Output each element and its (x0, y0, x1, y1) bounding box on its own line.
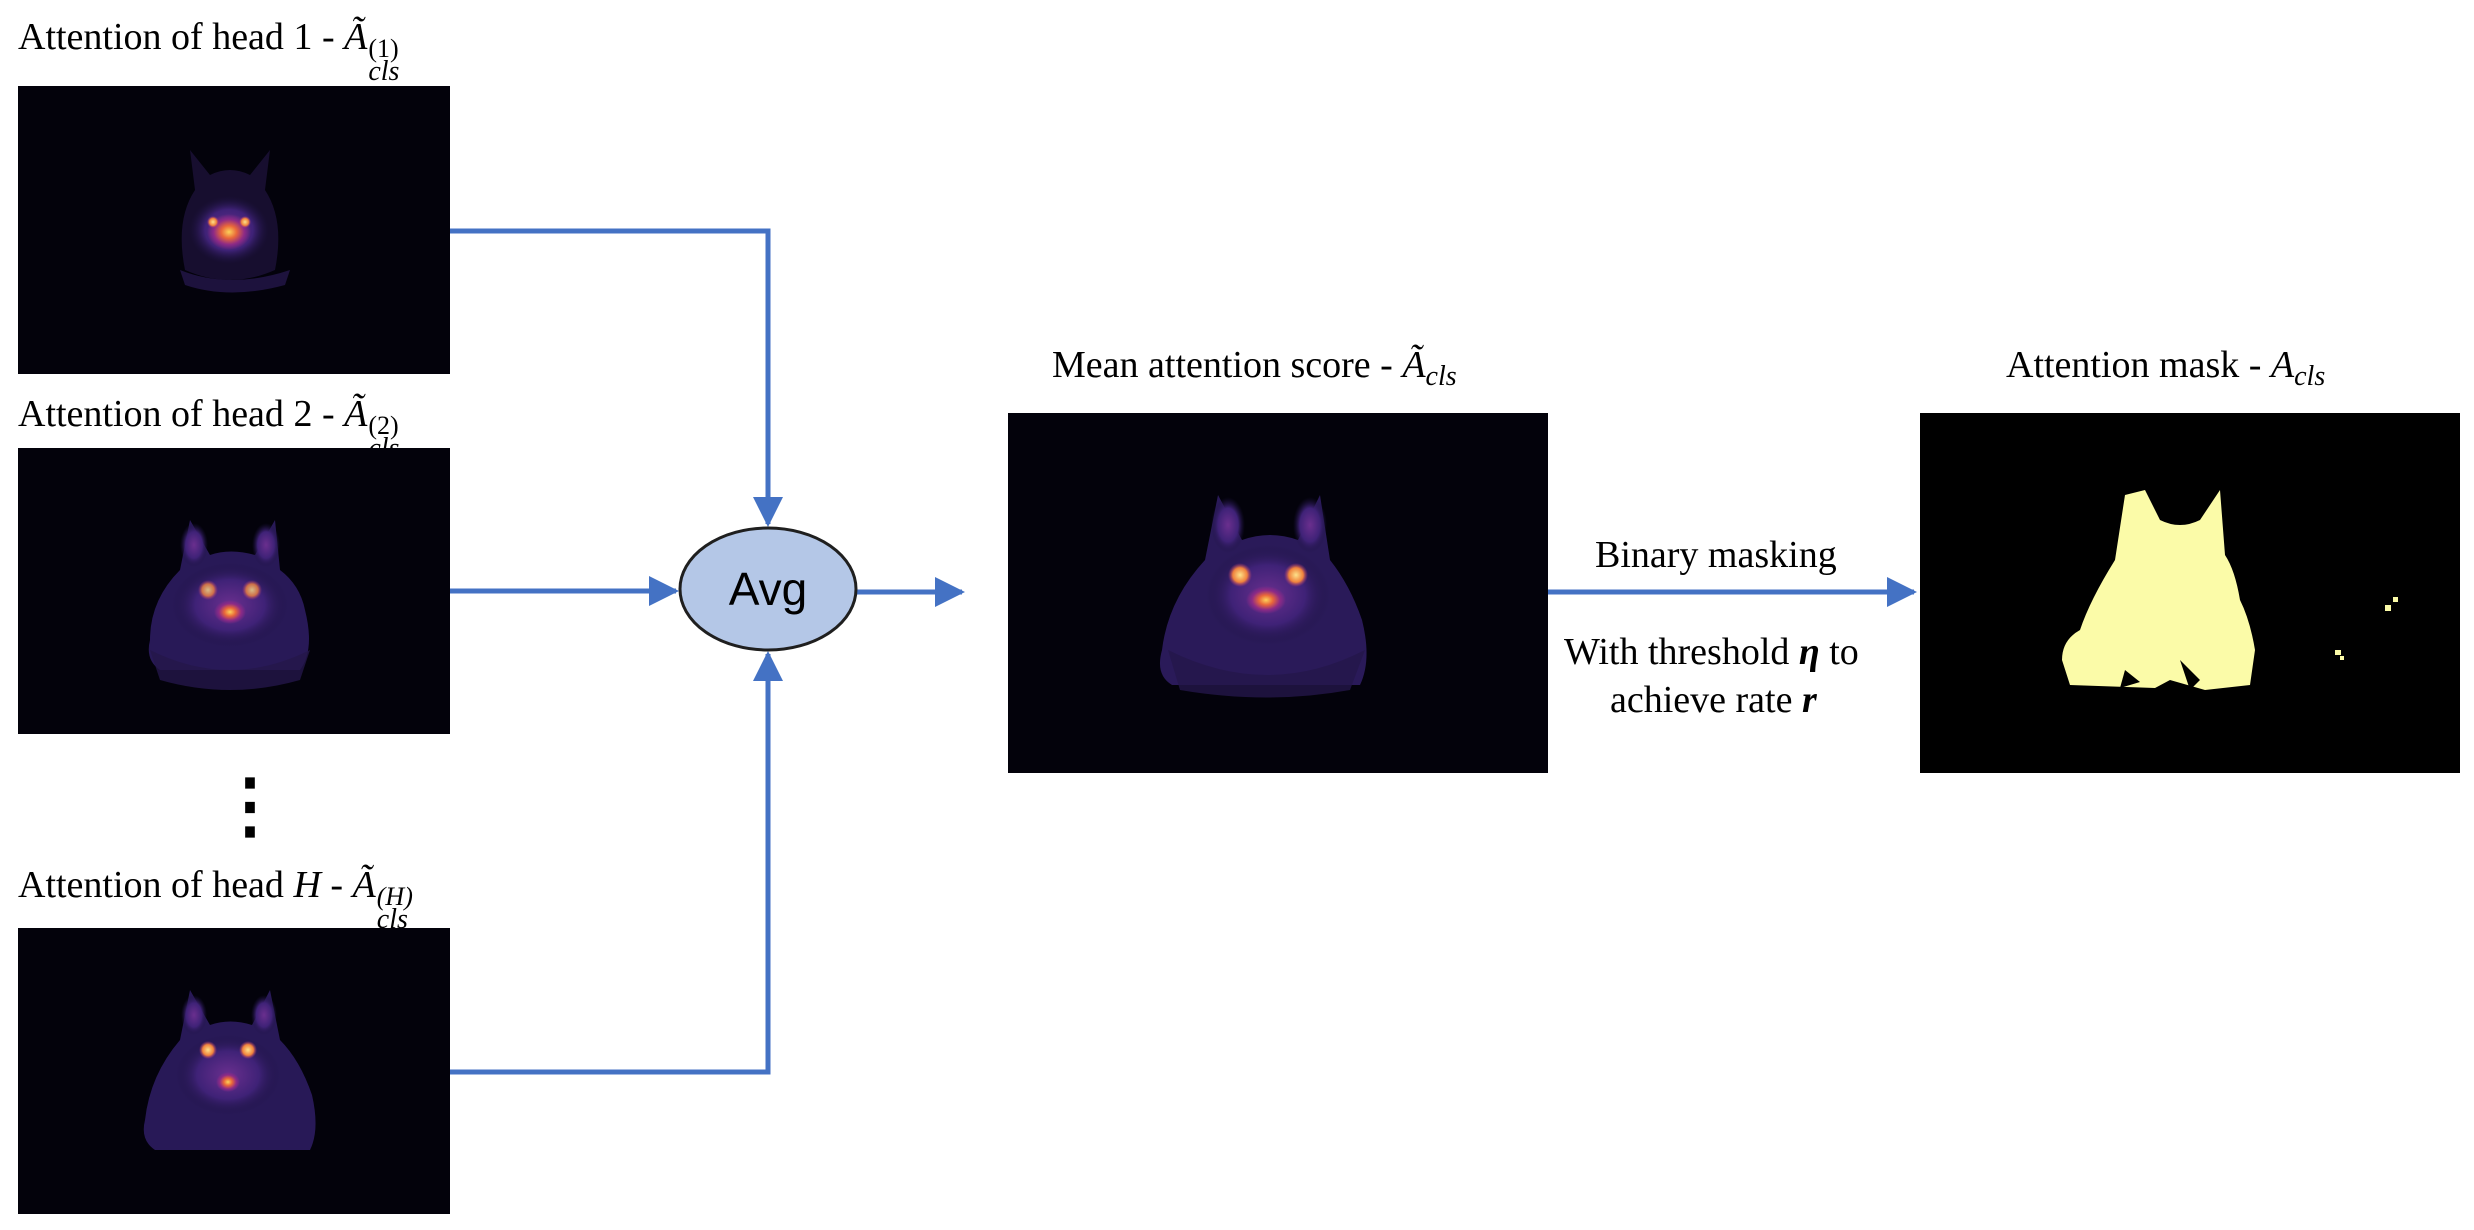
edge-head1-to-avg (450, 228, 783, 527)
head1-label: Attention of head 1 - Ã(1)cls (18, 16, 400, 87)
connectors (450, 228, 1917, 1075)
edge-label-line2: achieve rate r (1610, 679, 1817, 721)
headH-heatmap (18, 928, 450, 1214)
headH-label: Attention of head H - Ã(H)cls (18, 864, 413, 935)
edge-label-top: Binary masking (1595, 534, 1837, 576)
mask-label: Attention mask - Acls (2006, 344, 2326, 392)
head2-label: Attention of head 2 - Ã(2)cls (18, 393, 399, 463)
head1-heatmap (18, 86, 450, 374)
avg-node: Avg (678, 526, 858, 652)
mean-label: Mean attention score - Ãcls (1052, 344, 1457, 392)
head2-heatmap (18, 448, 450, 734)
mean-heatmap (1008, 413, 1548, 773)
edge-headH-to-avg (450, 651, 783, 1075)
mask-image (1920, 413, 2460, 773)
ellipsis: ⋮ (214, 766, 286, 846)
avg-node-label: Avg (729, 563, 807, 615)
edge-label-line1: With threshold η to (1564, 631, 1859, 673)
